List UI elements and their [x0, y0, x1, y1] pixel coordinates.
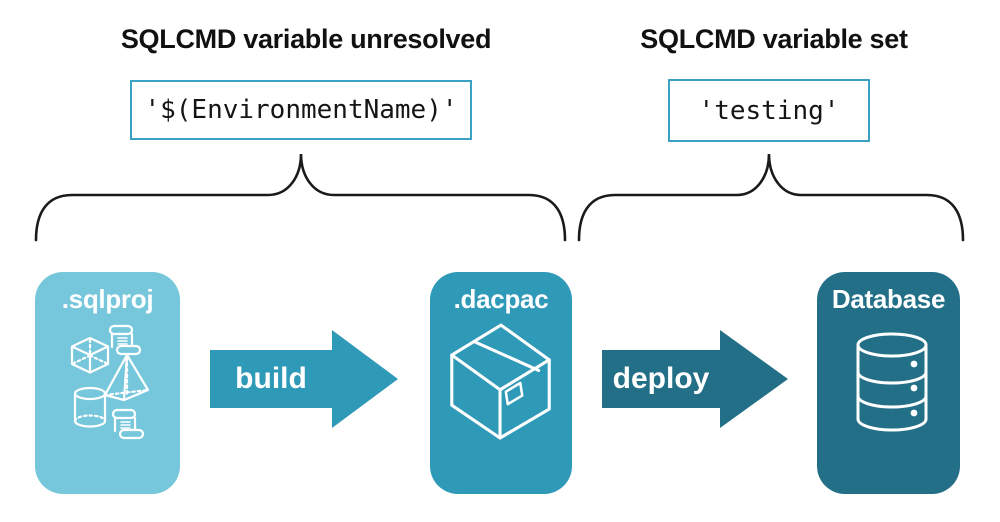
cube-icon — [70, 336, 110, 374]
set-value-box: 'testing' — [668, 79, 870, 142]
database-cylinder-icon — [856, 332, 928, 432]
sqlproj-label: .sqlproj — [61, 284, 154, 314]
deploy-arrow-label: deploy — [612, 362, 710, 395]
pyramid-icon — [103, 353, 150, 402]
unresolved-value-box: '$(EnvironmentName)' — [130, 80, 472, 140]
set-value: 'testing' — [698, 95, 840, 126]
database-label: Database — [831, 284, 946, 314]
deploy-arrow: deploy — [602, 330, 788, 428]
node-database: Database — [817, 272, 960, 494]
unresolved-value: '$(EnvironmentName)' — [144, 95, 458, 125]
dacpac-label: .dacpac — [453, 284, 549, 314]
node-sqlproj: .sqlproj — [35, 272, 180, 494]
build-arrow-label: build — [235, 362, 307, 395]
node-dacpac: .dacpac — [430, 272, 572, 494]
left-brace-icon — [34, 153, 567, 242]
package-box-icon — [450, 323, 551, 440]
script-scroll-icon — [108, 324, 142, 356]
unresolved-heading: SQLCMD variable unresolved — [120, 24, 492, 54]
script-scroll-icon — [111, 408, 145, 440]
set-heading: SQLCMD variable set — [640, 24, 908, 54]
build-arrow: build — [210, 330, 398, 428]
right-brace-icon — [577, 153, 965, 242]
cylinder-icon — [73, 386, 107, 428]
sql-objects-icon — [70, 324, 150, 440]
